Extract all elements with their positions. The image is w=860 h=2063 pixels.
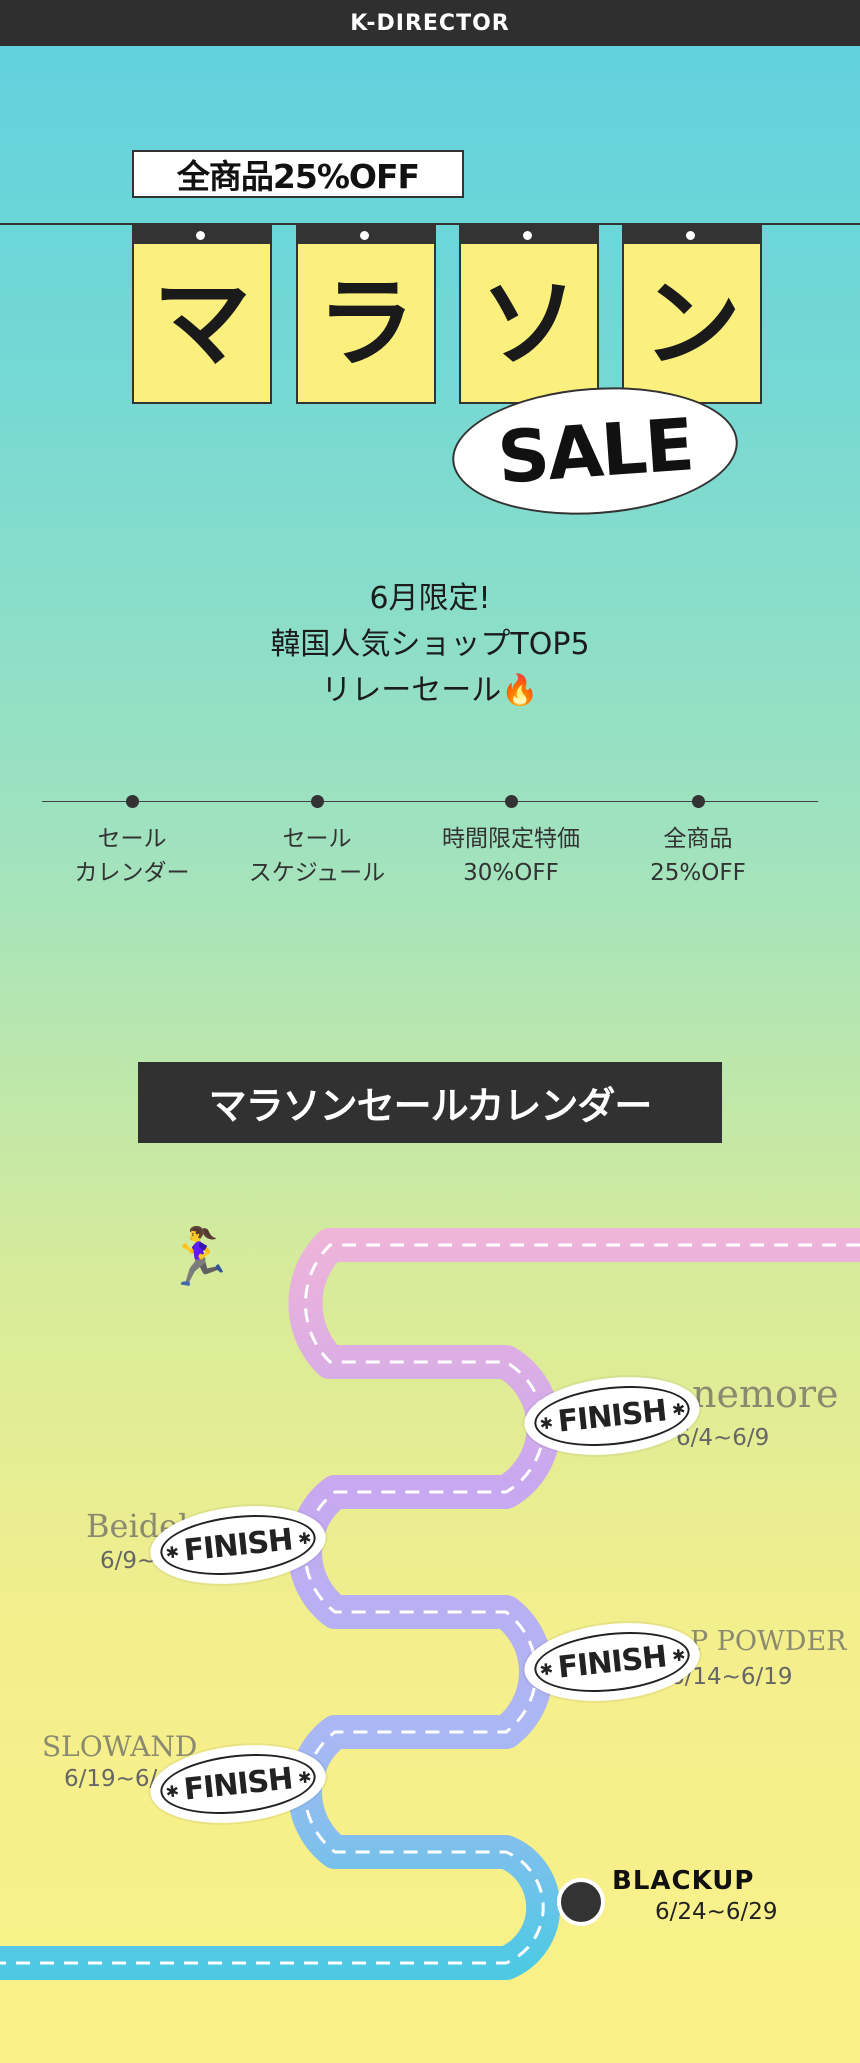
star-icon: ✱ bbox=[164, 1780, 180, 1802]
star-icon: ✱ bbox=[164, 1541, 180, 1563]
hero-card-char: ソ bbox=[479, 267, 578, 381]
shop-dates-5: 6/24~6/29 bbox=[655, 1899, 778, 1925]
star-icon: ✱ bbox=[671, 1398, 686, 1420]
marathon-track bbox=[0, 1228, 860, 1980]
shop-dates-1: 6/4~6/9 bbox=[676, 1425, 770, 1451]
timeline-link-schedule[interactable]: セール スケジュール bbox=[248, 826, 386, 886]
fire-icon: 🔥 bbox=[501, 673, 539, 708]
star-icon: ✱ bbox=[538, 1658, 554, 1680]
headline: 6月限定! 韓国人気ショップTOP5 リレーセール🔥 bbox=[0, 576, 860, 714]
star-icon: ✱ bbox=[671, 1644, 686, 1666]
timeline-dot bbox=[692, 795, 705, 808]
timeline-link-calendar[interactable]: セール カレンダー bbox=[74, 826, 190, 886]
headline-line-3: リレーセール🔥 bbox=[321, 673, 539, 708]
hero-card-char: ラ bbox=[316, 267, 415, 381]
timeline-dot bbox=[126, 795, 139, 808]
hero-card-3: ソ bbox=[459, 224, 599, 404]
star-icon: ✱ bbox=[538, 1412, 554, 1434]
promo-badge: 全商品25%OFF bbox=[132, 150, 464, 198]
shop-brand-3[interactable]: P POWDER bbox=[690, 1626, 847, 1657]
shop-brand-1[interactable]: nemore bbox=[692, 1372, 839, 1416]
star-icon: ✱ bbox=[297, 1766, 312, 1788]
brand-title: K-DIRECTOR bbox=[350, 10, 510, 36]
timeline-line bbox=[42, 801, 818, 802]
shop-brand-5[interactable]: BLACKUP bbox=[612, 1866, 755, 1896]
timeline-link-timesale[interactable]: 時間限定特価 30%OFF bbox=[442, 826, 580, 886]
shop-brand-4[interactable]: SLOWAND bbox=[42, 1730, 198, 1763]
hero-card-1: マ bbox=[132, 224, 272, 404]
shop-dates-4: 6/19~6/ bbox=[64, 1766, 158, 1792]
hero-card-char: ン bbox=[642, 267, 741, 381]
timeline-link-allitems[interactable]: 全商品 25%OFF bbox=[650, 826, 746, 886]
hero-card-4: ン bbox=[622, 224, 762, 404]
headline-line-1: 6月限定! bbox=[369, 581, 491, 616]
hero-card-char: マ bbox=[152, 267, 251, 381]
track-path bbox=[0, 1228, 860, 1980]
header-bar: K-DIRECTOR bbox=[0, 0, 860, 46]
current-stop-marker bbox=[557, 1878, 605, 1926]
runner-icon: 🏃‍♀️ bbox=[164, 1225, 234, 1290]
headline-line-2: 韓国人気ショップTOP5 bbox=[270, 627, 590, 662]
shop-dates-2: 6/9~ bbox=[100, 1548, 157, 1574]
timeline-dot bbox=[505, 795, 518, 808]
star-icon: ✱ bbox=[297, 1527, 312, 1549]
track-center-dash bbox=[0, 1243, 860, 1965]
calendar-heading: マラソンセールカレンダー bbox=[138, 1062, 722, 1143]
timeline-dot bbox=[311, 795, 324, 808]
hero-card-2: ラ bbox=[296, 224, 436, 404]
